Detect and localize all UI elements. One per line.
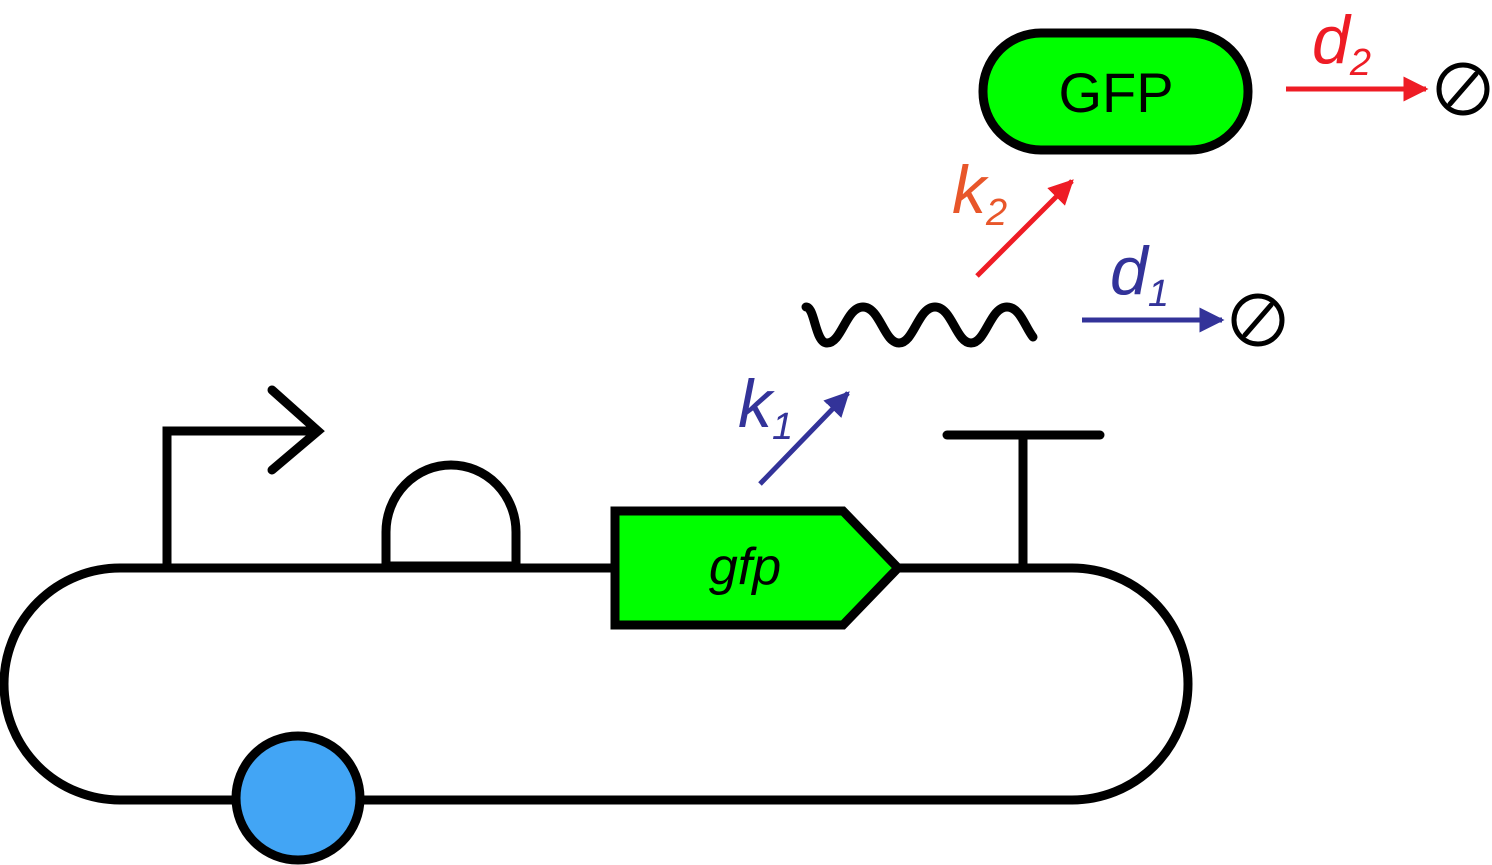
rate-label-d2: d2	[1312, 2, 1371, 84]
rate-label-d1: d1	[1110, 233, 1169, 315]
protein-label: GFP	[1058, 61, 1173, 124]
plasmid-backbone	[0, 563, 1193, 805]
rate-label-k2: k2	[952, 152, 1007, 234]
protein-gfp: GFP	[978, 28, 1253, 155]
origin-of-replication	[231, 731, 365, 865]
cds-gfp: gfp	[610, 506, 905, 630]
protein-shape	[978, 28, 1253, 155]
mrna-icon	[801, 302, 1038, 348]
transcription-arrow-k1	[758, 391, 850, 486]
ribosome-binding-site-icon	[381, 460, 521, 568]
degradation-icon-mrna	[1231, 293, 1285, 347]
terminator-icon	[942, 430, 1105, 568]
degradation-icon-protein	[1436, 62, 1490, 116]
cds-arrow-shape	[610, 506, 905, 630]
promoter-icon	[162, 385, 325, 568]
rate-label-k1: k1	[738, 366, 793, 448]
translation-arrow-k2	[975, 179, 1074, 278]
cds-label: gfp	[709, 538, 781, 596]
